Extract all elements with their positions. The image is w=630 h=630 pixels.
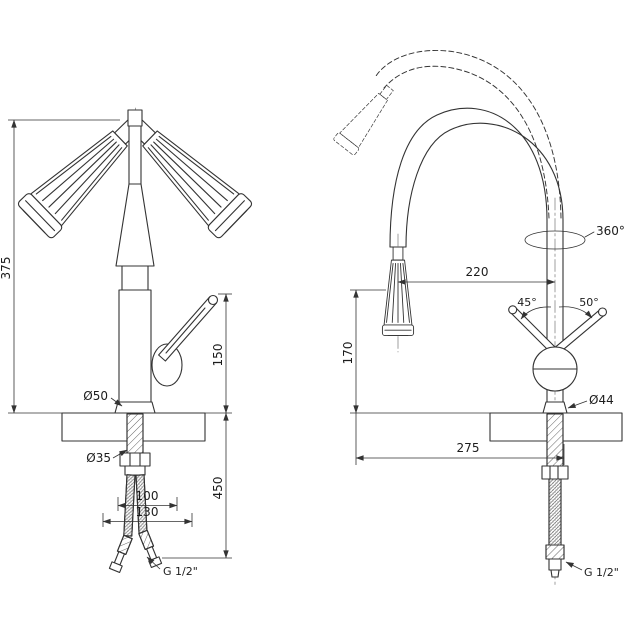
spray-head-side <box>381 246 415 337</box>
thread-label-left: G 1/2" <box>163 565 198 578</box>
dim-hose-inner <box>117 497 178 511</box>
handle-front <box>151 294 219 387</box>
dim-375-label: 375 <box>0 257 13 280</box>
threaded-shank-side <box>541 413 569 578</box>
dim-hose-outer <box>102 513 193 527</box>
dimensions <box>8 119 593 571</box>
labels: 375 150 450 100 130 Ø50 Ø35 G 1/2" 360° … <box>0 224 625 579</box>
leader-thread-right <box>565 561 583 571</box>
dim-220-label: 220 <box>466 265 489 279</box>
left-view <box>16 105 254 573</box>
angle-right-label: 50° <box>579 296 599 309</box>
leader-base-diameter <box>567 400 588 409</box>
arc-angle-right <box>558 306 593 319</box>
dim-150-label: 150 <box>211 344 225 367</box>
dim-130-label: 130 <box>136 505 159 519</box>
right-view <box>333 49 623 586</box>
body-diameter-label: Ø50 <box>83 389 108 403</box>
swivel-label: 360° <box>596 224 625 238</box>
faucet-body-front <box>114 109 156 414</box>
rotation-ellipse <box>524 230 586 250</box>
handle-side <box>508 305 608 392</box>
angle-left-label: 45° <box>517 296 537 309</box>
leader-shank-diameter <box>112 449 128 459</box>
base-flange-side <box>542 401 568 414</box>
spout-alternate-position-dashed <box>333 49 562 219</box>
leader-body-diameter <box>110 397 123 407</box>
shank-diameter-label: Ø35 <box>86 451 111 465</box>
hose-fitting-right <box>138 529 163 568</box>
thread-label-right: G 1/2" <box>584 566 619 579</box>
arc-angle-left <box>520 306 552 320</box>
threaded-shank-front <box>119 413 151 476</box>
hose-fitting-left <box>108 534 133 573</box>
dim-overall-depth <box>355 413 565 465</box>
leader-thread-left <box>146 556 161 570</box>
dim-spout-height <box>350 289 490 414</box>
dim-170-label: 170 <box>341 342 355 365</box>
dim-under-counter <box>162 412 232 559</box>
dim-100-label: 100 <box>136 489 159 503</box>
dim-450-label: 450 <box>211 477 225 500</box>
dim-total-height <box>8 119 120 414</box>
dim-275-label: 275 <box>457 441 480 455</box>
base-diameter-label: Ø44 <box>589 393 614 407</box>
